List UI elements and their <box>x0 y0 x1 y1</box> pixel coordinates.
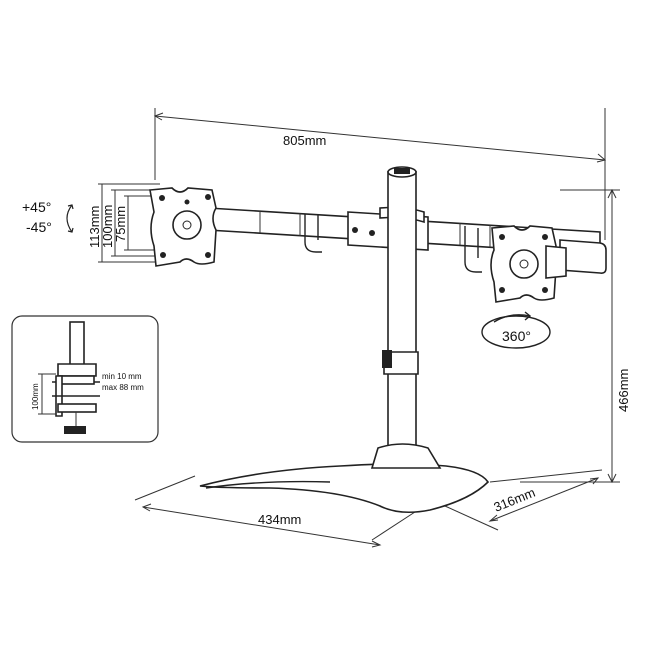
vesa-outer-label: 113mm <box>87 206 102 248</box>
tilt-down-label: -45° <box>26 219 52 235</box>
base-depth-label: 316mm <box>492 485 538 515</box>
stand-base <box>199 443 490 514</box>
clamp-inset: 100mm min 10 mm max 88 mm <box>11 315 159 443</box>
clamp-min-label: min 10 mm <box>102 372 142 381</box>
vertical-pole <box>382 166 419 463</box>
tilt-arrow-icon <box>66 204 73 233</box>
vesa-mid-label: 100mm <box>100 205 115 248</box>
width-label: 805mm <box>283 133 326 148</box>
vesa-dimensions: 113mm 100mm 75mm <box>87 183 160 263</box>
base-width-label: 434mm <box>258 512 301 527</box>
tilt-indicator: +45° -45° <box>22 199 74 235</box>
height-dimension: 466mm <box>520 188 631 484</box>
width-dimension: 805mm <box>153 108 607 240</box>
base-width-dimension: 434mm <box>134 475 419 548</box>
height-label: 466mm <box>616 369 631 412</box>
right-vesa-plate <box>490 225 567 303</box>
rotate-arrow-icon <box>493 314 531 323</box>
left-vesa-plate <box>149 187 217 267</box>
vesa-inner-label: 75mm <box>113 206 128 242</box>
clamp-max-label: max 88 mm <box>102 383 144 392</box>
tilt-up-label: +45° <box>22 199 51 215</box>
rotation-label: 360° <box>502 328 531 344</box>
rotation-indicator: 360° <box>481 311 551 349</box>
clamp-height-label: 100mm <box>31 383 40 410</box>
